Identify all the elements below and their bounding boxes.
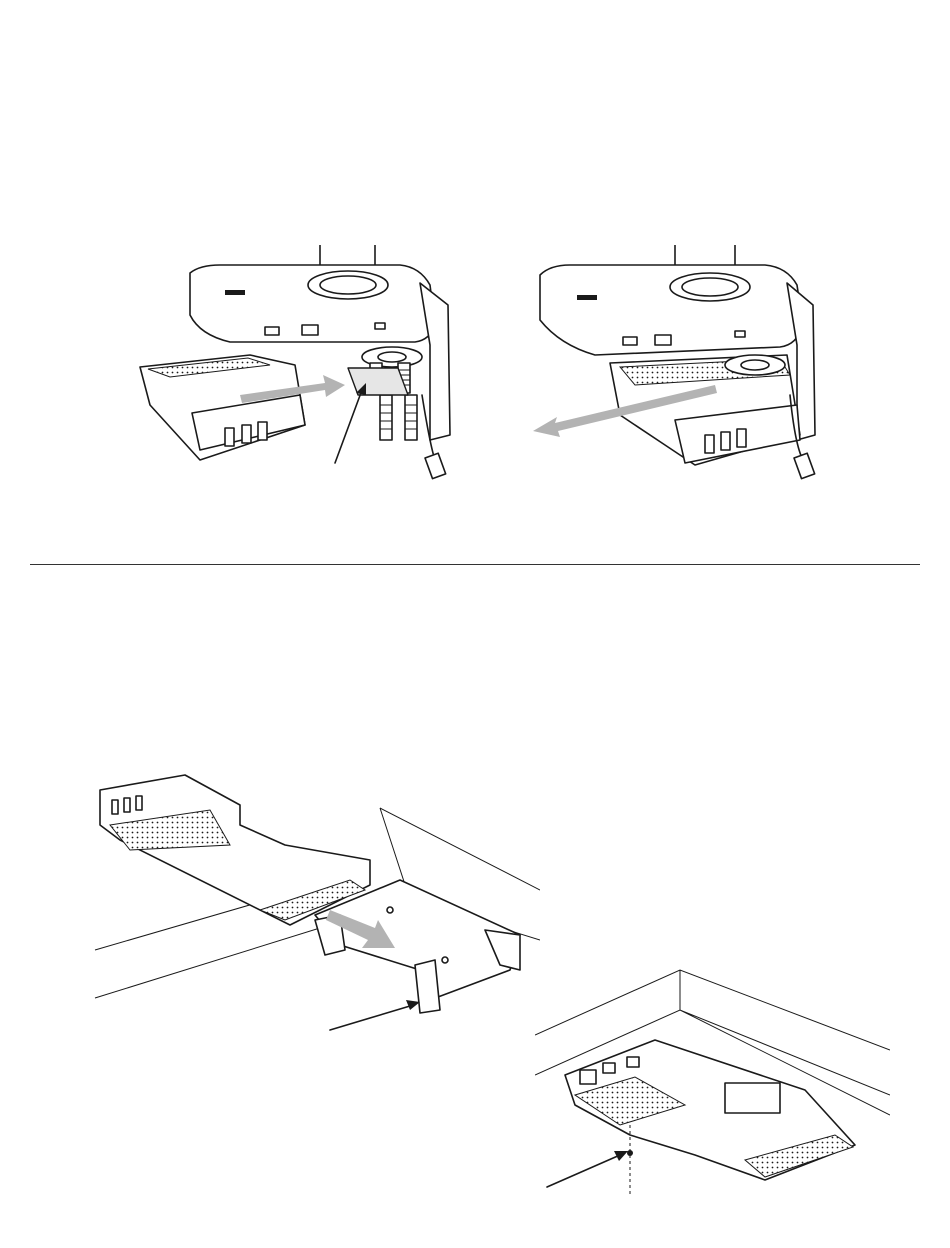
desk-bracket-screw-illustration (535, 965, 890, 1195)
figure-desk-bracket-slide (90, 770, 540, 1040)
mounting-bracket (725, 1083, 780, 1113)
figure-desk-bracket-screw (535, 965, 890, 1195)
clamp-installed-illustration (525, 245, 840, 480)
clamp-insert-illustration (130, 245, 460, 480)
desk-bracket-slide-illustration (90, 770, 540, 1040)
section-divider (30, 564, 920, 565)
mounting-tab (348, 368, 408, 395)
figure-clamp-insert (130, 245, 460, 480)
usb-plug (794, 453, 815, 478)
bracket-tab (415, 960, 440, 1013)
figure-clamp-installed (525, 245, 840, 480)
usb-plug (425, 453, 446, 478)
pointer-arrow (406, 1000, 420, 1010)
clamp-side-plate (420, 283, 450, 440)
clamp-knob (725, 355, 785, 375)
screw (627, 1150, 633, 1156)
